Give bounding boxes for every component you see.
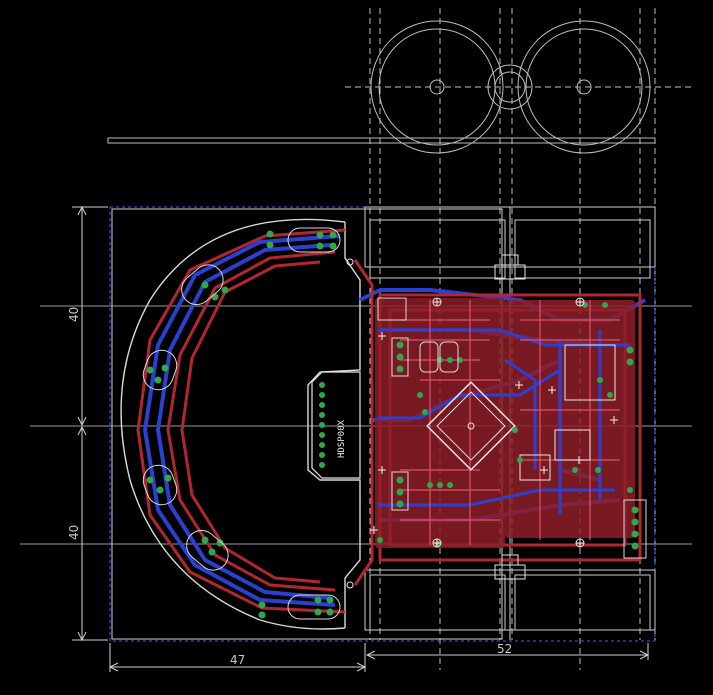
top-copper-fill [375,298,635,548]
round-board-outline [120,218,361,630]
dimension-lines [72,205,650,672]
silkscreen-markers [370,298,618,547]
silkscreen-outlines [142,227,647,620]
dimension-bottom-right: 52 [497,642,512,656]
mcu-qfp-chip [426,381,516,471]
mounting-posts [494,254,526,580]
component-label: HDSP00X [337,419,347,458]
right-ic [519,344,616,481]
dimension-left-lower: 40 [67,525,81,540]
vias [346,258,585,589]
dimension-left-upper: 40 [67,307,81,322]
display-connector: HDSP00X [311,371,361,479]
dimension-bottom-left: 47 [230,653,245,667]
